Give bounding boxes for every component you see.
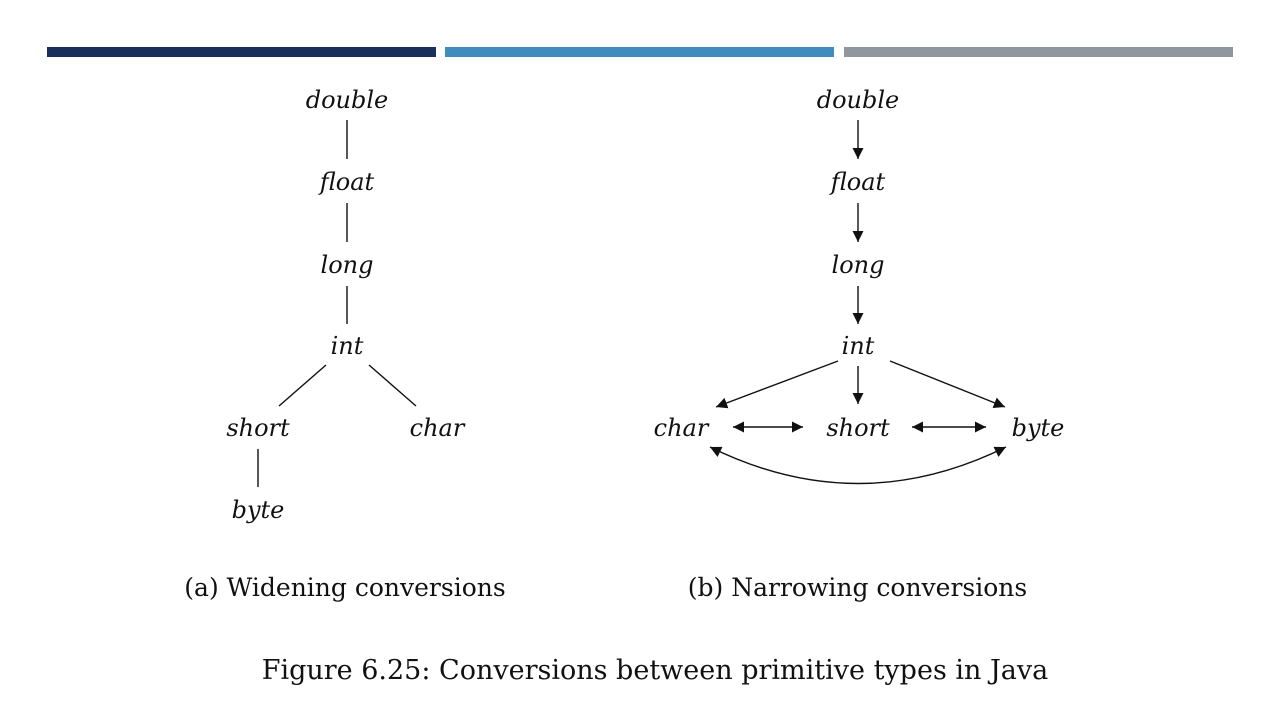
widening-node-char: char [410, 414, 466, 442]
narrowing-node-byte: byte [1012, 414, 1065, 442]
edge-a-int-short [278, 364, 327, 407]
narrowing-node-short: short [826, 414, 890, 442]
narrowing-node-int: int [842, 332, 875, 360]
accent-bar-light-blue [445, 47, 834, 57]
widening-node-short: short [226, 414, 290, 442]
narrowing-node-char: char [654, 414, 710, 442]
figure-caption: Figure 6.25: Conversions between primiti… [261, 655, 1049, 686]
edge-a-int-char [368, 364, 417, 407]
edge-b-int-byte [889, 360, 1006, 409]
widening-node-byte: byte [232, 496, 285, 524]
narrowing-node-float: float [829, 168, 886, 196]
widening-node-float: float [318, 168, 375, 196]
widening-node-int: int [331, 332, 364, 360]
edge-b-char-byte-curve [709, 446, 1007, 485]
edge-b-int-char [715, 360, 839, 409]
narrowing-node-double: double [817, 86, 900, 114]
narrowing-node-long: long [832, 251, 885, 279]
widening-caption: (a) Widening conversions [184, 573, 506, 602]
narrowing-caption: (b) Narrowing conversions [687, 573, 1028, 602]
widening-diagram: double float long int short char byte [226, 86, 466, 524]
accent-bar-dark-blue [47, 47, 436, 57]
narrowing-diagram: double float long int char short byte [654, 86, 1065, 485]
accent-bar-gray [844, 47, 1233, 57]
widening-node-long: long [321, 251, 374, 279]
widening-node-double: double [306, 86, 389, 114]
